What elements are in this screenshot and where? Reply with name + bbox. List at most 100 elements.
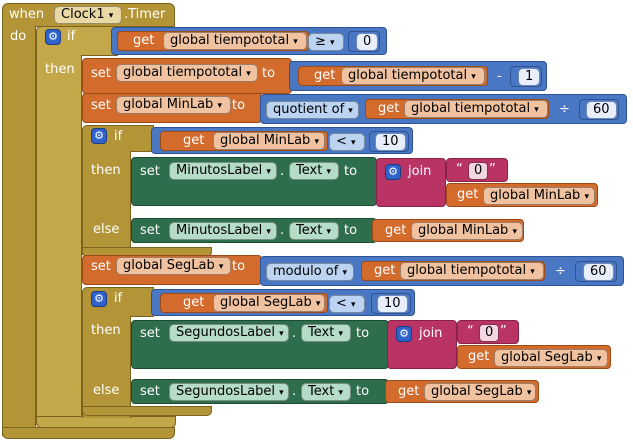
property-dropdown[interactable]: Text ▾ <box>289 222 339 240</box>
dot-label: . <box>292 384 297 399</box>
divide-operator: ÷ <box>555 264 566 279</box>
set-label: set <box>91 98 111 113</box>
event-footer <box>2 427 175 439</box>
operator-dropdown[interactable]: ≥ ▾ <box>308 33 344 51</box>
property-dropdown[interactable]: Text ▾ <box>301 324 351 342</box>
variable-dropdown[interactable]: global SegLab ▾ <box>116 257 231 275</box>
join-block[interactable]: ⚙ join <box>387 320 457 369</box>
number-field[interactable]: 1 <box>518 68 541 86</box>
get-block[interactable]: get global SegLab ▾ <box>160 293 328 313</box>
variable-dropdown[interactable]: global SegLab ▾ <box>213 294 325 312</box>
get-block[interactable]: get global MinLab ▾ <box>372 219 524 242</box>
to-label: to <box>344 164 358 179</box>
number-block[interactable]: 60 <box>575 261 617 282</box>
min-if-spine <box>82 151 131 255</box>
number-field[interactable]: 60 <box>586 101 617 119</box>
operator-dropdown[interactable]: < ▾ <box>329 133 365 151</box>
get-block[interactable]: get global SegLab ▾ <box>457 345 611 369</box>
number-block[interactable]: 10 <box>371 293 411 314</box>
seg-then-label: then <box>91 323 121 338</box>
divide-operator: ÷ <box>559 102 570 117</box>
text-string-block[interactable]: “ 0 ” <box>457 320 519 344</box>
get-label: get <box>374 263 396 278</box>
get-label: get <box>133 33 155 48</box>
outer-if-gear-icon[interactable]: ⚙ <box>45 29 61 45</box>
quotient-dropdown[interactable]: quotient of ▾ <box>266 101 359 119</box>
set-minlab-block[interactable]: set global MinLab ▾ to <box>82 93 262 123</box>
join-block[interactable]: ⚙ join <box>376 158 446 207</box>
component-dropdown[interactable]: SegundosLabel ▾ <box>169 383 289 401</box>
component-dropdown[interactable]: MinutosLabel ▾ <box>169 222 277 240</box>
join-gear-icon[interactable]: ⚙ <box>385 164 401 180</box>
get-label: get <box>183 295 205 310</box>
modulo-dropdown[interactable]: modulo of ▾ <box>266 263 354 281</box>
get-block[interactable]: get global tiempototal ▾ <box>298 66 488 86</box>
number-block[interactable]: 0 <box>348 31 380 52</box>
property-dropdown[interactable]: Text ▾ <box>301 383 351 401</box>
string-field[interactable]: 0 <box>479 324 500 342</box>
to-label: to <box>344 223 358 238</box>
set-minutoslabel-text-else-block[interactable]: set MinutosLabel ▾ . Text ▾ to <box>131 218 377 243</box>
component-dropdown[interactable]: Clock1 ▾ <box>54 6 122 24</box>
to-label: to <box>262 66 276 81</box>
min-compare-block[interactable]: get global MinLab ▾ < ▾ 10 <box>151 127 413 154</box>
text-string-block[interactable]: “ 0 ” <box>446 158 508 182</box>
do-label: do <box>10 29 27 44</box>
join-gear-icon[interactable]: ⚙ <box>396 326 412 342</box>
property-dropdown[interactable]: Text ▾ <box>289 162 339 180</box>
get-block[interactable]: get global tiempototal ▾ <box>361 261 545 281</box>
operator-dropdown[interactable]: < ▾ <box>329 295 365 313</box>
outer-if-spine <box>36 55 82 425</box>
when-label: when <box>9 7 45 22</box>
modulo-block[interactable]: modulo of ▾ get global tiempototal ▾ ÷ 6… <box>260 256 624 286</box>
set-seglab-block[interactable]: set global SegLab ▾ to <box>82 255 262 285</box>
set-minutoslabel-text-block[interactable]: set MinutosLabel ▾ . Text ▾ to <box>131 157 377 206</box>
get-block[interactable]: get global SegLab ▾ <box>385 380 539 403</box>
open-quote: “ <box>456 162 463 177</box>
variable-dropdown[interactable]: global tiempototal ▾ <box>341 67 485 85</box>
event-spine <box>2 26 36 436</box>
component-dropdown[interactable]: SegundosLabel ▾ <box>169 324 289 342</box>
outer-get-block[interactable]: get global tiempototal ▾ <box>117 31 309 51</box>
join-label: join <box>408 164 432 179</box>
number-field[interactable]: 60 <box>583 263 614 281</box>
number-field[interactable]: 10 <box>377 295 408 313</box>
variable-dropdown[interactable]: global MinLab ▾ <box>411 222 523 240</box>
set-segundoslabel-text-block[interactable]: set SegundosLabel ▾ . Text ▾ to <box>131 320 389 369</box>
seg-else-label: else <box>93 383 120 398</box>
to-label: to <box>356 326 370 341</box>
number-block[interactable]: 60 <box>579 99 619 120</box>
quotient-block[interactable]: quotient of ▾ get global tiempototal ▾ ÷… <box>260 94 627 124</box>
seg-compare-block[interactable]: get global SegLab ▾ < ▾ 10 <box>151 289 415 316</box>
variable-dropdown[interactable]: global tiempototal ▾ <box>163 32 307 50</box>
set-label: set <box>140 326 160 341</box>
set-tiempototal-block[interactable]: set global tiempototal ▾ to <box>82 58 292 94</box>
number-block[interactable]: 1 <box>510 66 542 87</box>
variable-dropdown[interactable]: global SegLab ▾ <box>424 383 536 401</box>
number-field[interactable]: 0 <box>356 33 379 51</box>
get-block[interactable]: get global MinLab ▾ <box>446 183 598 207</box>
outer-compare-block[interactable]: get global tiempototal ▾ ≥ ▾ 0 <box>111 27 387 55</box>
variable-dropdown[interactable]: global MinLab ▾ <box>116 96 231 114</box>
variable-dropdown[interactable]: global tiempototal ▾ <box>400 262 544 280</box>
subtract-block[interactable]: get global tiempototal ▾ - 1 <box>289 61 547 91</box>
variable-dropdown[interactable]: global MinLab ▾ <box>213 132 325 150</box>
set-label: set <box>140 384 160 399</box>
min-if-gear-icon[interactable]: ⚙ <box>91 128 107 144</box>
string-field[interactable]: 0 <box>468 162 489 180</box>
get-block[interactable]: get global MinLab ▾ <box>160 131 328 151</box>
event-name: .Timer <box>124 7 166 22</box>
variable-dropdown[interactable]: global tiempototal ▾ <box>404 100 548 118</box>
open-quote: “ <box>467 324 474 339</box>
set-segundoslabel-text-else-block[interactable]: set SegundosLabel ▾ . Text ▾ to <box>131 379 389 404</box>
variable-dropdown[interactable]: global SegLab ▾ <box>494 349 608 367</box>
get-block[interactable]: get global tiempototal ▾ <box>365 99 549 119</box>
variable-dropdown[interactable]: global MinLab ▾ <box>483 187 595 205</box>
variable-dropdown[interactable]: global tiempototal ▾ <box>116 64 258 82</box>
when-clock-timer-block[interactable]: when Clock1 ▾ .Timer <box>2 3 175 27</box>
number-block[interactable]: 10 <box>369 131 409 152</box>
component-dropdown[interactable]: MinutosLabel ▾ <box>169 162 277 180</box>
seg-if-gear-icon[interactable]: ⚙ <box>91 291 107 307</box>
number-field[interactable]: 10 <box>375 133 406 151</box>
outer-then-label: then <box>45 62 75 77</box>
